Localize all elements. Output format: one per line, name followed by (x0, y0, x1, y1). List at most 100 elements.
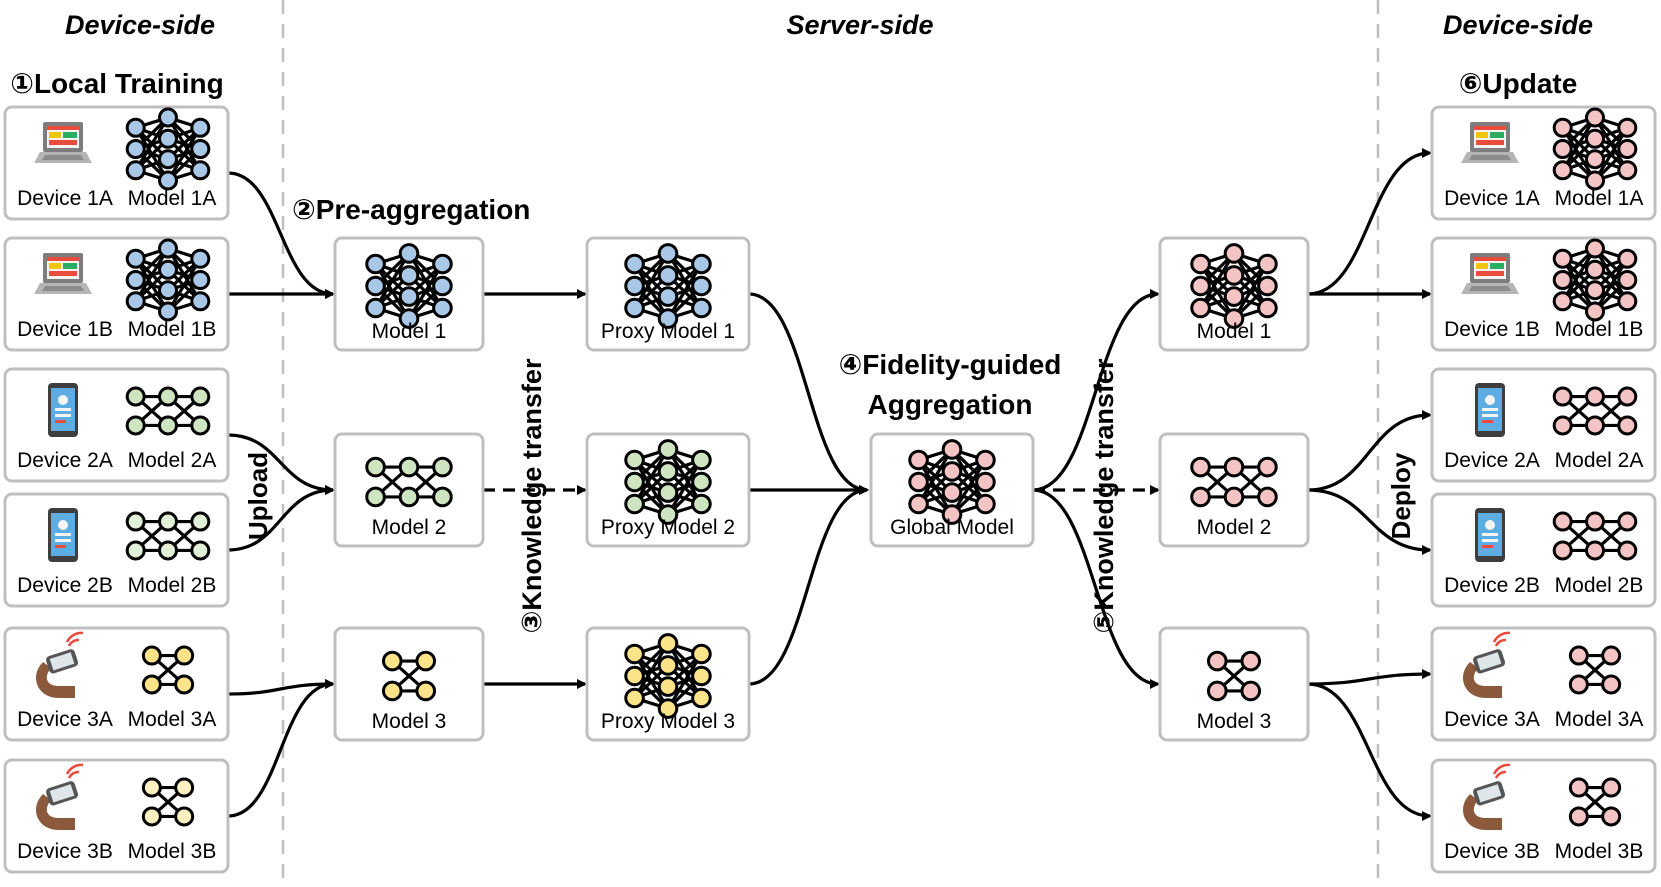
step-fidelity-line1: ④Fidelity-guided (839, 349, 1062, 380)
deploy-arrow-3 (1307, 488, 1432, 555)
global-model-box: Global Model (869, 432, 1035, 548)
model-network-icon (365, 243, 453, 329)
model-network-icon (125, 511, 211, 561)
model-box-label: Global Model (890, 516, 1014, 539)
tablet-icon (48, 383, 78, 437)
step-local-training: ①Local Training (10, 68, 224, 99)
model-network-icon (1552, 511, 1638, 561)
model-box-label: Proxy Model 1 (601, 320, 735, 343)
model-network-icon (1552, 386, 1638, 436)
upload-arrow-4 (227, 679, 335, 696)
device-label: Device 1B (1444, 318, 1540, 341)
model-box-label: Model 3 (372, 710, 447, 733)
device-label: Device 3B (1444, 840, 1540, 863)
laptop-icon (34, 253, 92, 294)
model-network-icon (1552, 238, 1638, 322)
model-label: Model 2A (1555, 449, 1644, 472)
post-model-box-0: Model 1 (1158, 236, 1310, 352)
deploy-arrow-5 (1307, 682, 1432, 821)
model-label: Model 2A (128, 449, 217, 472)
model-network-icon (125, 107, 211, 191)
model-network-icon (1552, 107, 1638, 191)
model-label: Model 2B (128, 574, 217, 597)
device-label: Device 1B (17, 318, 113, 341)
model-label: Model 3A (1555, 708, 1644, 731)
upload-label: Upload (243, 452, 273, 540)
step-update: ⑥Update (1459, 68, 1578, 99)
model-label: Model 2B (1555, 574, 1644, 597)
right-side-header: Device-side (1443, 10, 1593, 40)
model-box-label: Model 3 (1197, 710, 1272, 733)
model-network-icon (908, 439, 996, 525)
pre-model-box-0: Model 1 (333, 236, 485, 352)
model-network-icon (624, 439, 712, 525)
model-network-icon (1568, 645, 1622, 695)
device-label: Device 1A (17, 187, 113, 210)
model-network-icon (381, 650, 437, 702)
model-label: Model 1A (1555, 187, 1644, 210)
model-network-icon (141, 645, 195, 695)
proxy-model-box-2: Proxy Model 3 (585, 626, 751, 742)
model-network-icon (365, 456, 453, 508)
model-network-icon (1568, 777, 1622, 827)
model-box-label: Model 2 (372, 516, 447, 539)
left-device-box-2: Device 2A Model 2A (3, 367, 230, 483)
tablet-icon (48, 508, 78, 562)
kt2-arrow-2 (1032, 488, 1160, 689)
device-label: Device 1A (1444, 187, 1540, 210)
pre-model-box-1: Model 2 (333, 432, 485, 548)
laptop-icon (1461, 122, 1519, 163)
device-label: Device 3A (1444, 708, 1540, 731)
model-network-icon (125, 238, 211, 322)
device-label: Device 2B (17, 574, 113, 597)
kt2-arrow-0 (1032, 289, 1160, 492)
pre-model-box-2: Model 3 (333, 626, 485, 742)
smartwatch-icon (1463, 631, 1511, 698)
upload-arrow-3 (227, 485, 335, 552)
deploy-arrow-4 (1307, 669, 1432, 686)
edges (227, 148, 1432, 821)
model-label: Model 3A (128, 708, 217, 731)
model-network-icon (1190, 243, 1278, 329)
left-side-header: Device-side (65, 10, 215, 40)
tablet-icon (1475, 508, 1505, 562)
device-label: Device 2A (1444, 449, 1540, 472)
post-model-box-1: Model 2 (1158, 432, 1310, 548)
model-network-icon (624, 243, 712, 329)
aggregate-arrow-2 (748, 485, 869, 686)
deploy-arrow-0 (1307, 148, 1432, 296)
step-pre-aggregation: ②Pre-aggregation (292, 194, 530, 225)
model-network-icon (125, 386, 211, 436)
model-box-label: Model 1 (1197, 320, 1272, 343)
upload-arrow-0 (227, 171, 335, 299)
model-label: Model 3B (128, 840, 217, 863)
right-device-box-2: Device 2A Model 2A (1430, 367, 1657, 483)
tablet-icon (1475, 383, 1505, 437)
model-box-label: Model 2 (1197, 516, 1272, 539)
model-network-icon (141, 777, 195, 827)
deploy-label: Deploy (1386, 452, 1416, 539)
device-label: Device 2A (17, 449, 113, 472)
laptop-icon (1461, 253, 1519, 294)
smartwatch-icon (36, 631, 84, 698)
model-network-icon (1206, 650, 1262, 702)
right-device-box-0: Device 1A Model 1A (1430, 105, 1657, 221)
left-device-box-0: Device 1A Model 1A (3, 105, 230, 221)
model-label: Model 1A (128, 187, 217, 210)
upload-arrow-5 (227, 679, 335, 818)
right-device-box-4: Device 3A Model 3A (1430, 626, 1657, 742)
aggregate-arrow-0 (748, 292, 869, 495)
post-model-box-2: Model 3 (1158, 626, 1310, 742)
model-network-icon (624, 633, 712, 719)
smartwatch-icon (36, 763, 84, 830)
model-box-label: Proxy Model 2 (601, 516, 735, 539)
proxy-model-box-0: Proxy Model 1 (585, 236, 751, 352)
